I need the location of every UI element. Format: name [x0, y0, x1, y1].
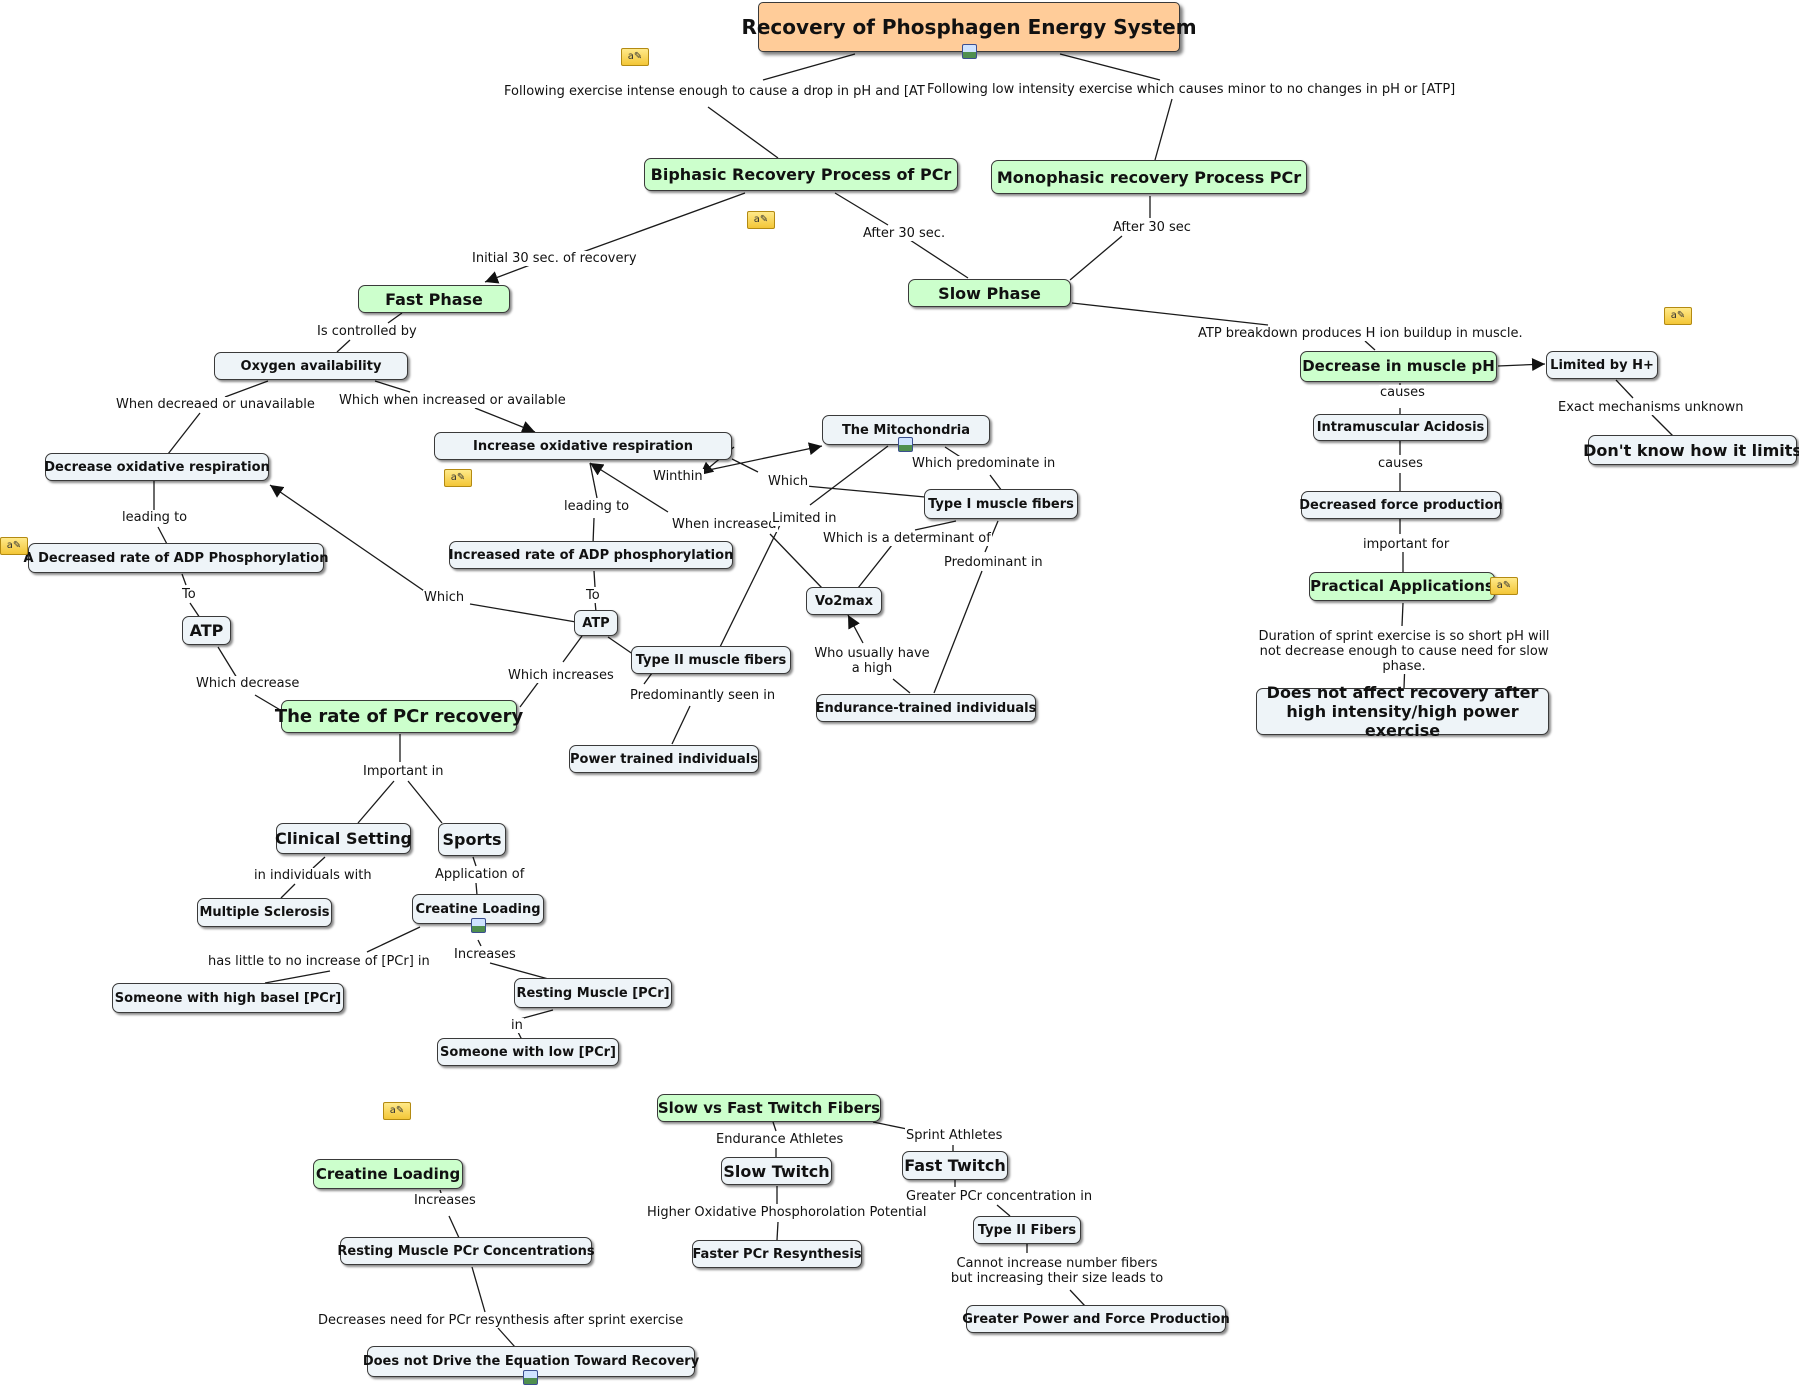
label-following-intense: Following exercise intense enough to cau… — [503, 84, 939, 99]
dont-know-node[interactable]: Don't know how it limits — [1583, 435, 1799, 465]
label-which-increases: Which increases — [507, 668, 615, 683]
label-which-predominate: Which predominate in — [911, 456, 1057, 471]
label-controlled-by: Is controlled by — [316, 324, 418, 339]
label-increases-1: Increases — [453, 947, 517, 962]
label-limited-in: Limited in — [771, 511, 838, 526]
note-icon[interactable]: a✎ — [1664, 307, 1692, 325]
intramuscular-acidosis-node[interactable]: Intramuscular Acidosis — [1313, 414, 1488, 441]
increased-adp-node[interactable]: Increased rate of ADP phosphorylation — [449, 541, 733, 569]
decrease-ph-node[interactable]: Decrease in muscle pH — [1300, 351, 1497, 382]
label-which-2: Which — [423, 590, 466, 605]
label-cannot-increase: Cannot increase number fibers but increa… — [948, 1256, 1166, 1286]
sports-node[interactable]: Sports — [438, 823, 506, 856]
multiple-sclerosis-node[interactable]: Multiple Sclerosis — [197, 898, 332, 927]
label-following-low: Following low intensity exercise which c… — [926, 82, 1457, 97]
label-in: in — [510, 1018, 524, 1033]
label-after-30-a: After 30 sec. — [862, 226, 947, 241]
decreased-adp-node[interactable]: A Decreased rate of ADP Phosphorylation — [24, 543, 328, 573]
label-when-increased-available: Which when increased or available — [338, 393, 567, 408]
label-decreases-need: Decreases need for PCr resynthesis after… — [317, 1313, 685, 1328]
endurance-trained-node[interactable]: Endurance-trained individuals — [816, 694, 1036, 722]
decreased-force-node[interactable]: Decreased force production — [1299, 491, 1503, 519]
label-which-1: Which — [767, 474, 810, 489]
label-to-1: To — [181, 587, 197, 602]
label-causes-1: causes — [1379, 385, 1426, 400]
rate-pcr-recovery-node[interactable]: The rate of PCr recovery — [275, 700, 523, 733]
label-in-individuals: in individuals with — [253, 868, 373, 883]
fast-phase-node[interactable]: Fast Phase — [358, 285, 510, 313]
greater-power-node[interactable]: Greater Power and Force Production — [962, 1305, 1230, 1333]
type-ii-fibers-node-2[interactable]: Type II Fibers — [973, 1216, 1081, 1244]
label-leading-to-2: leading to — [563, 499, 631, 514]
increase-oxidative-node[interactable]: Increase oxidative respiration — [434, 432, 732, 460]
slow-twitch-node[interactable]: Slow Twitch — [721, 1157, 832, 1185]
biphasic-node[interactable]: Biphasic Recovery Process of PCr — [644, 158, 958, 191]
image-icon[interactable] — [523, 1370, 538, 1385]
high-basel-pcr-node[interactable]: Someone with high basel [PCr] — [112, 983, 344, 1013]
resting-muscle-pcr-node[interactable]: Resting Muscle [PCr] — [514, 978, 672, 1008]
label-endurance-athletes: Endurance Athletes — [715, 1132, 845, 1147]
note-icon[interactable]: a✎ — [1490, 577, 1518, 595]
type-ii-fibers-node[interactable]: Type II muscle fibers — [631, 646, 791, 674]
slow-vs-fast-node[interactable]: Slow vs Fast Twitch Fibers — [657, 1094, 881, 1122]
decrease-oxidative-node[interactable]: Decrease oxidative respiration — [44, 453, 270, 481]
note-icon[interactable]: a✎ — [0, 537, 28, 555]
atp-left-node[interactable]: ATP — [182, 616, 231, 645]
image-icon[interactable] — [471, 918, 486, 933]
label-when-increased: When increased — [671, 517, 778, 532]
note-icon[interactable]: a✎ — [383, 1102, 411, 1120]
label-duration: Duration of sprint exercise is so short … — [1248, 629, 1560, 674]
creatine-loading-node-2[interactable]: Creatine Loading — [313, 1159, 463, 1189]
label-sprint-athletes: Sprint Athletes — [905, 1128, 1004, 1143]
faster-pcr-node[interactable]: Faster PCr Resynthesis — [692, 1240, 862, 1268]
label-initial-30: Initial 30 sec. of recovery — [471, 251, 638, 266]
power-trained-node[interactable]: Power trained individuals — [569, 745, 759, 773]
note-icon[interactable]: a✎ — [747, 211, 775, 229]
label-winthin: Winthin — [652, 469, 704, 484]
label-which-decrease: Which decrease — [195, 676, 301, 691]
label-important-in: Important in — [362, 764, 445, 779]
oxygen-availability-node[interactable]: Oxygen availability — [214, 352, 408, 380]
atp-mid-node[interactable]: ATP — [574, 610, 618, 636]
root-node[interactable]: Recovery of Phosphagen Energy System — [741, 2, 1197, 52]
no-affect-recovery-node[interactable]: Does not affect recovery after high inte… — [1256, 683, 1549, 740]
vo2max-node[interactable]: Vo2max — [806, 587, 882, 615]
label-higher-oxidative: Higher Oxidative Phosphorolation Potenti… — [646, 1205, 928, 1220]
label-greater-pcr: Greater PCr concentration in — [905, 1189, 1094, 1204]
note-icon[interactable]: a✎ — [621, 48, 649, 66]
label-who-usually: Who usually have a high — [808, 646, 936, 676]
label-little-increase: has little to no increase of [PCr] in — [207, 954, 431, 969]
label-predominantly-seen: Predominantly seen in — [629, 688, 777, 703]
label-when-decreased: When decreaed or unavailable — [115, 397, 316, 412]
label-increases-2: Increases — [413, 1193, 477, 1208]
label-predominant-in: Predominant in — [943, 555, 1044, 570]
label-application-of: Application of — [434, 867, 526, 882]
label-determinant: Which is a determinant of — [822, 531, 992, 546]
label-important-for: important for — [1362, 537, 1451, 552]
note-icon[interactable]: a✎ — [444, 469, 472, 487]
image-icon[interactable] — [898, 437, 913, 452]
label-after-30-b: After 30 sec — [1112, 220, 1192, 235]
limited-by-h-node[interactable]: Limited by H+ — [1546, 351, 1658, 379]
clinical-setting-node[interactable]: Clinical Setting — [275, 823, 412, 854]
practical-applications-node[interactable]: Practical Applications — [1309, 572, 1495, 601]
label-exact-mechanisms: Exact mechanisms unknown — [1557, 400, 1745, 415]
monophasic-node[interactable]: Monophasic recovery Process PCr — [991, 160, 1307, 194]
resting-conc-node[interactable]: Resting Muscle PCr Concentrations — [337, 1237, 595, 1265]
low-pcr-node[interactable]: Someone with low [PCr] — [437, 1038, 619, 1066]
label-to-2: To — [585, 588, 601, 603]
type-i-fibers-node[interactable]: Type I muscle fibers — [924, 489, 1078, 519]
slow-phase-node[interactable]: Slow Phase — [908, 279, 1071, 307]
label-causes-2: causes — [1377, 456, 1424, 471]
fast-twitch-node[interactable]: Fast Twitch — [902, 1151, 1008, 1180]
image-icon[interactable] — [962, 44, 977, 59]
label-atp-breakdown: ATP breakdown produces H ion buildup in … — [1197, 326, 1524, 341]
label-leading-to-1: leading to — [121, 510, 189, 525]
